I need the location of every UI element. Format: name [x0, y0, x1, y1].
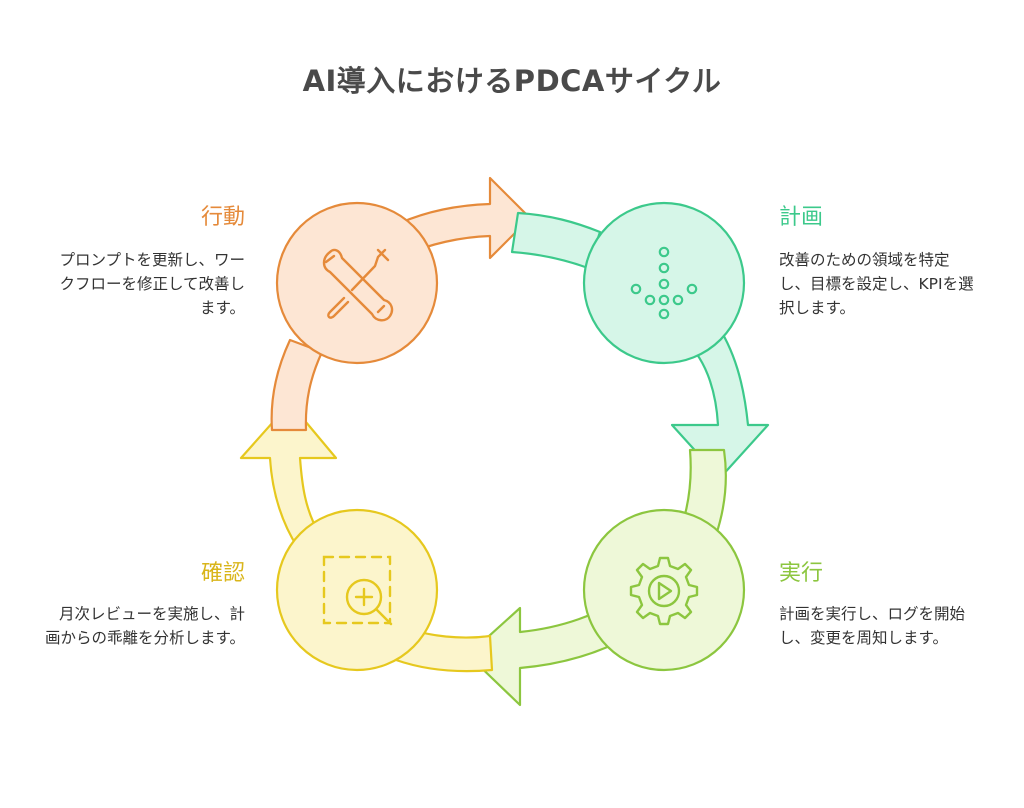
arrow-check-to-act [239, 401, 338, 550]
dots-arrow-down-icon [630, 246, 698, 320]
do-circle [582, 508, 746, 672]
check-circle [275, 508, 439, 672]
zoom-in-icon [322, 555, 393, 626]
act-label: 行動 [200, 205, 245, 230]
check-description: 月次レビューを実施し、計画からの乖離を分析します。 [45, 605, 245, 647]
arrow-plan-to-do [670, 318, 770, 480]
plan-label: 計画 [779, 205, 824, 230]
tools-icon [322, 248, 394, 322]
do-label: 実行 [779, 561, 824, 586]
act-circle [275, 201, 439, 365]
check-label: 確認 [200, 561, 245, 586]
arc-act-tail [270, 338, 324, 432]
plan-description: 改善のための領域を特定し、目標を設定し、KPIを選択します。 [779, 251, 974, 317]
do-description: 計画を実行し、ログを開始し、変更を周知します。 [779, 605, 966, 647]
plan-circle [582, 201, 746, 365]
gear-play-icon [629, 556, 699, 626]
diagram-title: AI導入におけるPDCAサイクル [302, 64, 722, 98]
act-description: プロンプトを更新し、ワークフローを修正して改善します。 [59, 251, 245, 317]
